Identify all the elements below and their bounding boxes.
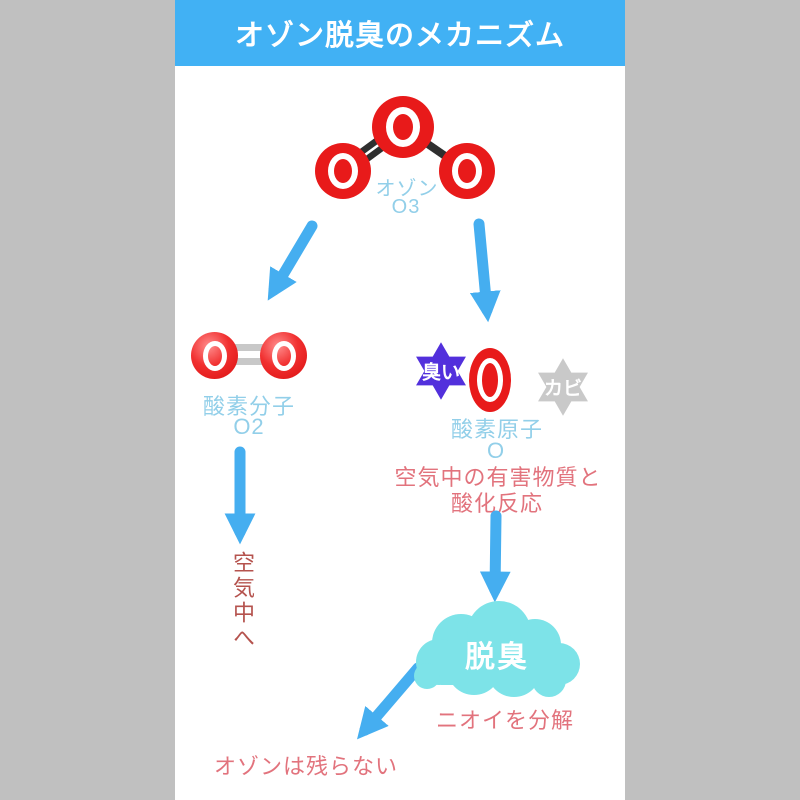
arrow-reaction-to-deodorize-icon bbox=[479, 510, 511, 603]
page-title: オゾン脱臭のメカニズム bbox=[175, 0, 625, 66]
odor-decompose-label: ニオイを分解 bbox=[435, 708, 575, 733]
oxygen-letter-icon bbox=[271, 340, 296, 371]
odor-star-icon bbox=[416, 342, 466, 400]
ozone-atom-center bbox=[372, 96, 434, 158]
oxygen-molecule-atom-right bbox=[260, 332, 307, 379]
oxygen-atom-label: 酸素原子 bbox=[450, 417, 544, 442]
reaction-text-line1: 空気中の有害物質と bbox=[394, 465, 602, 490]
diagram-panel: オゾン脱臭のメカニズム bbox=[175, 0, 625, 800]
o2-bond-top bbox=[230, 344, 268, 351]
reaction-text-line2: 酸化反応 bbox=[450, 491, 544, 516]
oxygen-letter-icon bbox=[452, 153, 482, 189]
oxygen-molecule-atom-left bbox=[191, 332, 238, 379]
mold-badge-label: カビ bbox=[543, 378, 583, 400]
ozone-atom-right bbox=[439, 143, 495, 199]
oxygen-letter-icon bbox=[386, 107, 420, 147]
air-release-note: 空気中へ bbox=[230, 551, 255, 651]
oxygen-letter-icon bbox=[328, 153, 358, 189]
ozone-label: オゾン bbox=[375, 178, 439, 200]
deodorize-cloud-label: 脱臭 bbox=[465, 641, 529, 674]
o2-bond-bottom bbox=[230, 358, 268, 365]
oxygen-atom-formula: O bbox=[486, 438, 506, 463]
ozone-atom-left bbox=[315, 143, 371, 199]
odor-badge-label: 臭い bbox=[421, 362, 461, 384]
arrow-ozone-to-oxygen-atom-icon bbox=[469, 218, 501, 323]
mold-star-icon bbox=[538, 358, 588, 416]
oxygen-molecule-formula: O2 bbox=[233, 414, 265, 439]
arrow-ozone-to-oxygen-molecule-icon bbox=[267, 220, 318, 301]
no-ozone-residue-label: オゾンは残らない bbox=[213, 754, 399, 779]
ozone-formula: O3 bbox=[391, 196, 421, 218]
oxygen-letter-icon bbox=[477, 358, 503, 402]
oxygen-atom-shape bbox=[469, 348, 511, 412]
oxygen-letter-icon bbox=[202, 340, 227, 371]
oxygen-molecule-label: 酸素分子 bbox=[202, 394, 296, 419]
